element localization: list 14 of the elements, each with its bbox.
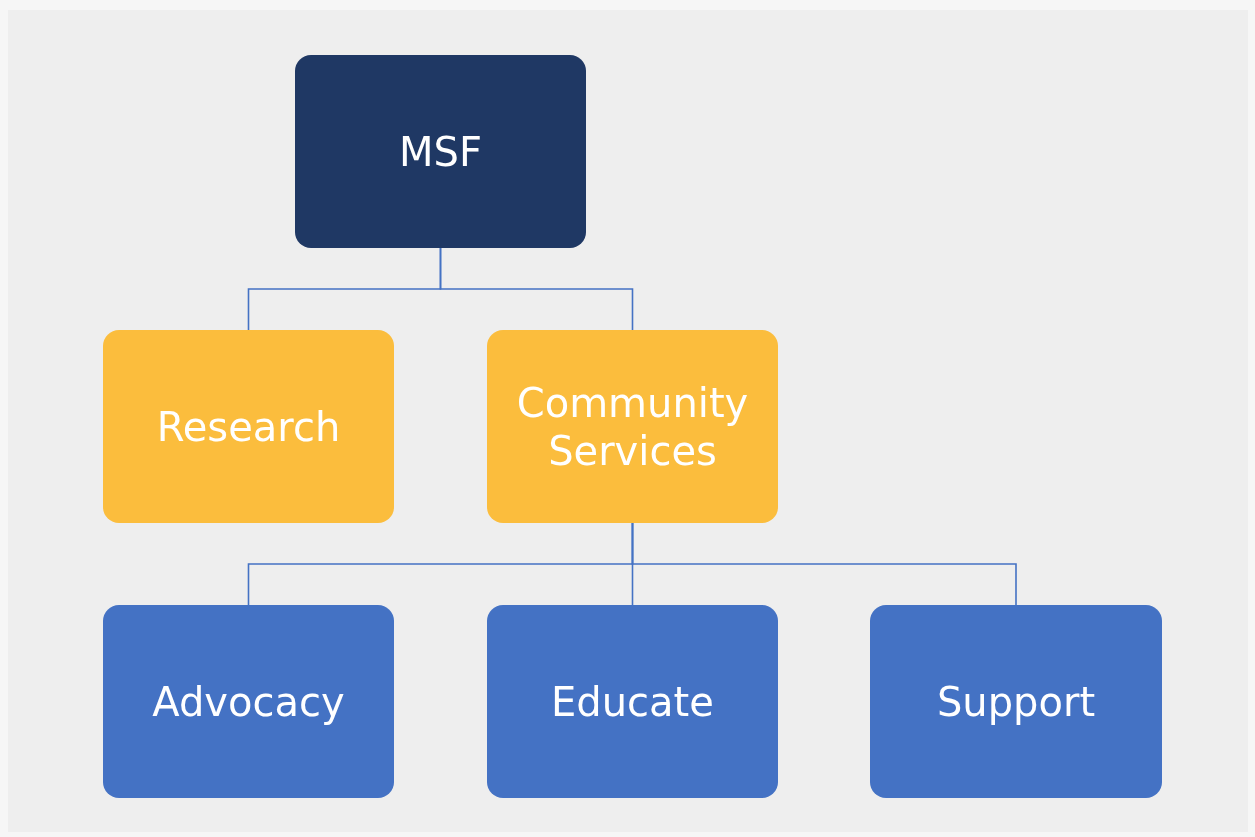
box-label: Educate [551, 677, 714, 726]
org-box [487, 605, 778, 798]
org-box [870, 605, 1162, 798]
connector-line [631, 522, 1017, 606]
org-box [295, 55, 586, 248]
org-box [487, 330, 778, 523]
box-label: Research [156, 402, 341, 451]
connector-line [439, 247, 634, 331]
box-label: Support [936, 677, 1096, 726]
box-label: MSF [399, 127, 482, 176]
box-label: Advocacy [152, 677, 345, 726]
org-box [103, 330, 394, 523]
box-label: Community Services [515, 378, 750, 475]
org-box [103, 605, 394, 798]
